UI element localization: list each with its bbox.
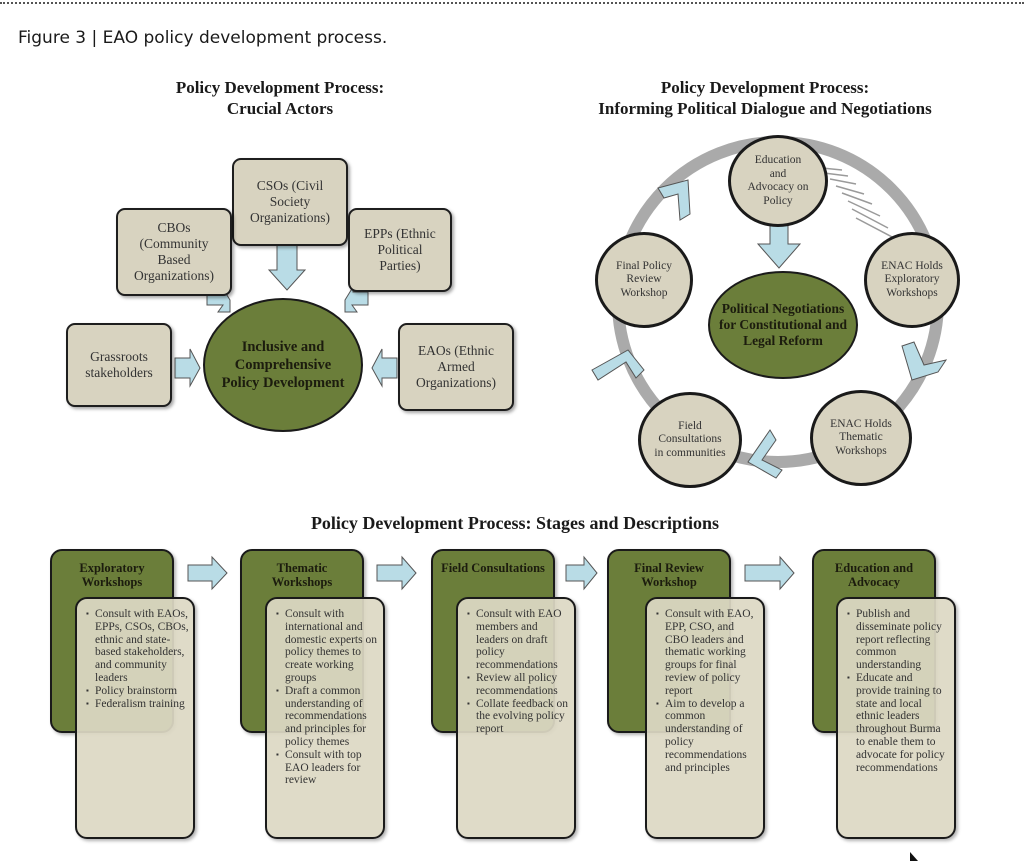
stages-title: Policy Development Process: Stages and D… [310,513,720,533]
chevron-arrow-bottom [747,429,783,479]
cycle-center: Political Negotiations for Constitutiona… [708,271,858,379]
cycle-node-final: Final Policy Review Workshop [595,232,693,328]
arrow-csos-to-center [267,244,307,291]
chevron-arrow-top-left [657,179,691,221]
cycle-title-line1: Policy Development Process: [660,78,870,97]
stage-5-bullet: Publish and disseminate policy report re… [847,608,950,672]
stage-1-body: Consult with EAOs, EPPs, CSOs, CBOs, eth… [75,597,195,839]
stage-arrow-2 [376,555,417,591]
stage-3-bullet: Consult with EAO members and leaders on … [467,608,570,672]
arrow-eaos-to-center [371,348,398,388]
actors-title: Policy Development Process: Crucial Acto… [130,77,430,119]
stage-5-body: Publish and disseminate policy report re… [836,597,956,839]
stage-4-body: Consult with EAO, EPP, CSO, and CBO lead… [645,597,765,839]
stage-4-bullet: Aim to develop a common understanding of… [656,698,759,775]
cycle-node-field: Field Consultations in communities [638,392,742,488]
actor-csos: CSOs (Civil Society Organizations) [232,158,348,246]
stage-arrow-3 [565,555,598,591]
mouse-cursor-icon [910,852,918,861]
actors-title-line2: Crucial Actors [226,99,334,118]
arrow-education-to-center [756,224,802,269]
cycle-title: Policy Development Process: Informing Po… [560,77,970,119]
cycle-title-line2: Informing Political Dialogue and Negotia… [598,99,932,118]
stage-4-bullet: Consult with EAO, EPP, CSO, and CBO lead… [656,608,759,698]
stage-arrow-1 [187,555,228,591]
stage-3-bullet: Review all policy recommendations [467,672,570,698]
cycle-node-education: Education and Advocacy on Policy [728,135,828,227]
actor-cbos: CBOs (Community Based Organizations) [116,208,232,296]
top-dotted-rule [0,2,1024,4]
actors-title-line1: Policy Development Process: [175,78,385,97]
figure-caption: Figure 3 | EAO policy development proces… [18,28,388,48]
stage-4-title: Final Review Workshop [634,561,704,589]
actor-grassroots: Grassroots stakeholders [66,323,172,407]
stage-3-title: Field Consultations [441,561,545,575]
stage-5-title: Education and Advocacy [834,561,914,589]
actor-epps: EPPs (Ethnic Political Parties) [348,208,452,292]
actor-eaos: EAOs (Ethnic Armed Organizations) [398,323,514,411]
cycle-ring-hatch [821,167,895,239]
stage-arrow-4 [744,555,795,591]
actors-center: Inclusive and Comprehensive Policy Devel… [203,298,363,432]
cycle-node-thematic: ENAC Holds Thematic Workshops [810,390,912,486]
stage-3-body: Consult with EAO members and leaders on … [456,597,576,839]
stage-3-bullet: Collate feedback on the evolving policy … [467,698,570,736]
stage-2-title: Thematic Workshops [271,561,333,589]
stage-1-title: Exploratory Workshops [79,561,145,589]
stage-1-bullet: Policy brainstorm [86,685,189,698]
arrow-grassroots-to-center [174,348,201,388]
chevron-arrow-left [591,349,645,381]
stage-2-body: Consult with international and domestic … [265,597,385,839]
stage-1-bullet: Consult with EAOs, EPPs, CSOs, CBOs, eth… [86,608,189,685]
stage-2-bullet: Draft a common understanding of recommen… [276,685,379,749]
stage-5-bullet: Educate and provide training to state an… [847,672,950,774]
stage-2-bullet: Consult with top EAO leaders for review [276,749,379,787]
stage-1-bullet: Federalism training [86,698,189,711]
arrow-epps-to-center [344,285,369,313]
chevron-arrow-right [901,341,948,381]
stage-2-bullet: Consult with international and domestic … [276,608,379,685]
cycle-node-exploratory: ENAC Holds Exploratory Workshops [864,232,960,328]
